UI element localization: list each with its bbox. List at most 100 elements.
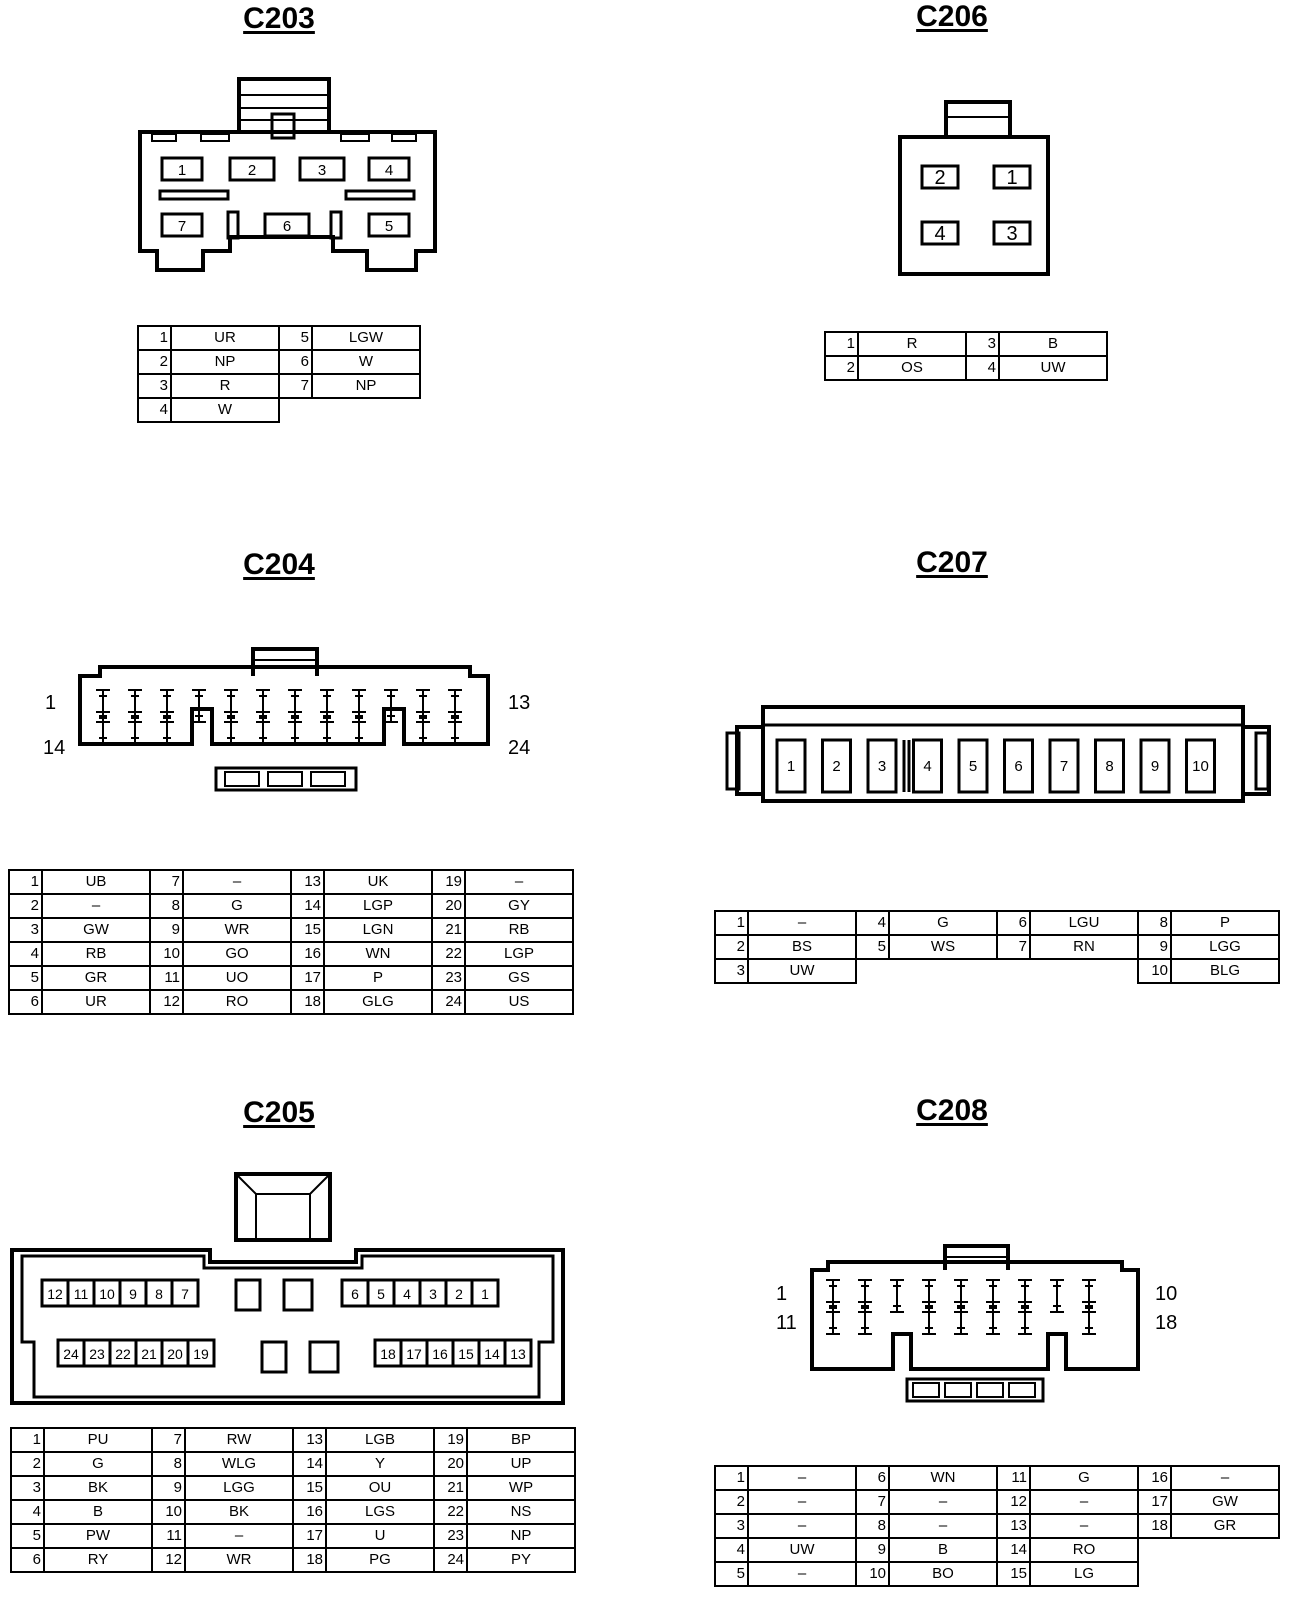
c205-pin-number: 8 [151, 1451, 186, 1477]
c203-wire-color: W [170, 397, 280, 423]
c204-wire-color: GS [464, 965, 574, 991]
c205-face-label: 23 [89, 1346, 105, 1362]
c205-face-label: 22 [115, 1346, 131, 1362]
c203-pin-number: 6 [278, 349, 313, 375]
c208-wire-color: – [1029, 1489, 1139, 1515]
c204-pin [352, 711, 366, 745]
c204-pin-number: 6 [8, 989, 43, 1015]
c205-face-label: 1 [481, 1286, 489, 1302]
c204-side-label-right-top: 13 [508, 692, 531, 714]
c203-wire-color: R [170, 373, 280, 399]
c207-face-label: 7 [1060, 758, 1068, 775]
c203-wire-color [312, 398, 420, 422]
c208-pin-number: 5 [714, 1561, 749, 1587]
c205-pin-number: 4 [10, 1499, 45, 1525]
c205-pin-number: 3 [10, 1475, 45, 1501]
c207-pin-number: 1 [714, 910, 749, 936]
c205-wire-color: BK [43, 1475, 153, 1501]
c207-wire-color [889, 959, 997, 983]
c207-face-label: 10 [1192, 758, 1209, 775]
c207-pin-number: 9 [1137, 934, 1172, 960]
c204-pin-number: 11 [149, 965, 184, 991]
c205-face-label: 2 [455, 1286, 463, 1302]
c208-wire-color: – [888, 1513, 998, 1539]
c205-wire-color: NS [466, 1499, 576, 1525]
c203-wire-color: NP [311, 373, 421, 399]
c205-pin-number: 15 [292, 1475, 327, 1501]
c204-wire-color: G [182, 893, 292, 919]
c208-pin-number: 4 [714, 1537, 749, 1563]
c204-wire-color: LGP [323, 893, 433, 919]
c208-wire-color: WN [888, 1465, 998, 1491]
c204-pin-number: 10 [149, 941, 184, 967]
c207-cavity [1139, 738, 1171, 794]
c205-pin-number: 12 [151, 1547, 186, 1573]
c207-face-label: 6 [1014, 758, 1022, 775]
c204-wire-color: – [464, 869, 574, 895]
c208-wire-color: – [747, 1489, 857, 1515]
c208-pin-number: 12 [996, 1489, 1031, 1515]
c205-connector-face [10, 1172, 565, 1405]
c205-wire-color: Y [325, 1451, 435, 1477]
c204-pin-number: 4 [8, 941, 43, 967]
c207-wire-color: G [888, 910, 998, 936]
c204-pin [192, 689, 206, 723]
c208-side-label-left-bottom: 11 [776, 1312, 797, 1334]
c205-face-label: 4 [403, 1286, 411, 1302]
c207-face-label: 9 [1151, 758, 1159, 775]
c204-pin-number: 21 [431, 917, 466, 943]
c207-title: C207 [916, 546, 988, 579]
c205-pin-number: 10 [151, 1499, 186, 1525]
c203-wire-color: W [311, 349, 421, 375]
c208-wire-color: – [1029, 1513, 1139, 1539]
c206-title: C206 [916, 0, 988, 33]
c208-pin-number: 18 [1137, 1513, 1172, 1539]
c204-wire-color: – [182, 869, 292, 895]
c203-wire-color: NP [170, 349, 280, 375]
c206-pin-number: 2 [824, 355, 859, 381]
c208-wire-color: UW [747, 1537, 857, 1563]
c208-wire-color: – [747, 1513, 857, 1539]
c205-wire-color: LGS [325, 1499, 435, 1525]
c204-pin-number: 23 [431, 965, 466, 991]
c208-pin-number: 10 [855, 1561, 890, 1587]
c208-wire-color: B [888, 1537, 998, 1563]
c203-pin-number: 2 [137, 349, 172, 375]
c205-wire-color: OU [325, 1475, 435, 1501]
c203-pin-number: 4 [137, 397, 172, 423]
c207-wire-color: WS [888, 934, 998, 960]
c208-pin [858, 1301, 872, 1335]
c208-pin-number: 14 [996, 1537, 1031, 1563]
c204-pin [160, 711, 174, 745]
c203-pin-number: 5 [278, 325, 313, 351]
c208-pin-number: 8 [855, 1513, 890, 1539]
c204-pin-number: 1 [8, 869, 43, 895]
c205-wire-color: NP [466, 1523, 576, 1549]
c203-face-label: 6 [283, 218, 291, 235]
c204-pin [288, 711, 302, 745]
c205-wire-color: PY [466, 1547, 576, 1573]
c204-wire-color: UR [41, 989, 151, 1015]
c205-face-label: 9 [129, 1286, 137, 1302]
c207-cavity [821, 738, 852, 794]
c206-wire-color: B [998, 331, 1108, 357]
c205-title: C205 [243, 1096, 315, 1129]
c205-pin-number: 2 [10, 1451, 45, 1477]
c205-face-label: 13 [510, 1346, 526, 1362]
c205-pin-number: 19 [433, 1427, 468, 1453]
c208-pin-number [1138, 1538, 1171, 1562]
c208-pin [922, 1301, 936, 1335]
c204-pin [320, 711, 334, 745]
c204-wire-color: GR [41, 965, 151, 991]
c205-wire-color: BP [466, 1427, 576, 1453]
